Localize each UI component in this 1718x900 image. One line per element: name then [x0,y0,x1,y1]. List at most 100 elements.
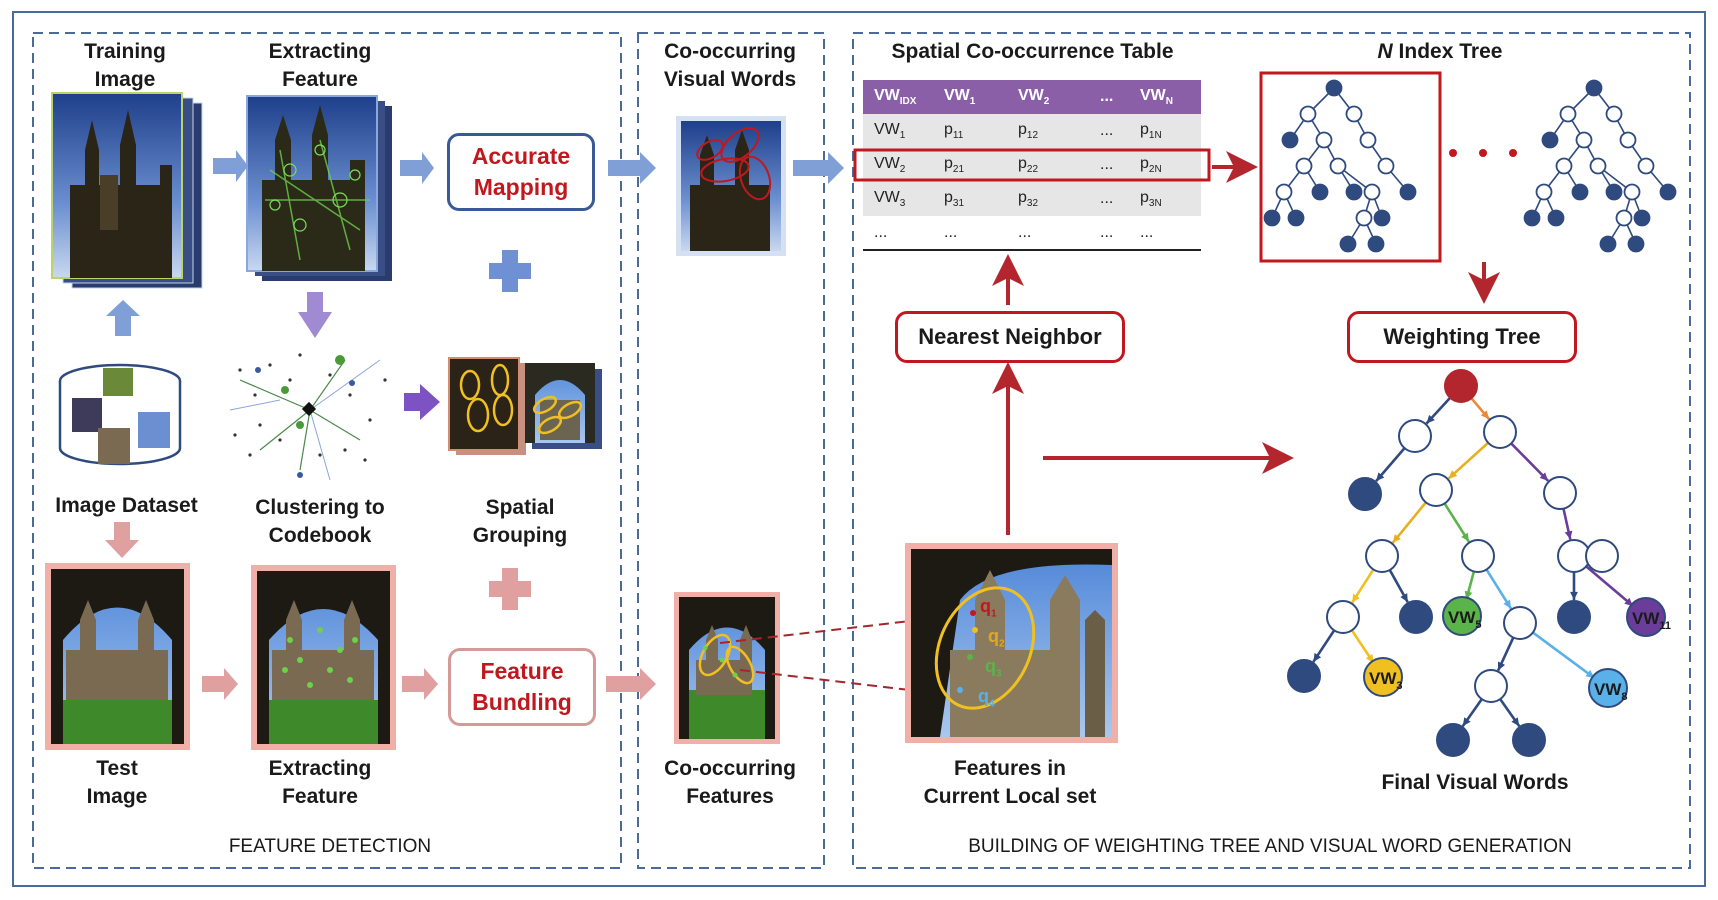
visual-word-label: VW8 [1594,680,1628,703]
table-cell: p2N [1140,154,1162,176]
table-cell: ... [1100,156,1114,173]
table-cell: p32 [1018,188,1039,210]
weighting-tree-node [1365,539,1399,573]
arrow-mapping-to-visual-words [608,152,656,184]
weighting-tree-node [1444,369,1478,403]
weighting-tree-node [1483,415,1517,449]
tree-node [1329,157,1347,175]
extracting-feature-bottom-image [251,565,396,750]
local-set-point-label: q4 [978,686,995,710]
weighting-tree-edge [1585,565,1634,608]
weighting-tree-edge [1391,501,1427,544]
weighting-tree-node [1419,473,1453,507]
arrow-dataset-to-training [106,300,140,336]
tree-node [1605,183,1623,201]
nearest-neighbor-box: Nearest Neighbor [895,311,1125,363]
tree-node [1623,183,1641,201]
weighting-tree-arrowhead [1313,652,1322,662]
tree-node [1339,235,1357,253]
weighting-tree-arrowhead [1448,470,1458,479]
tree-node [1325,79,1343,97]
label-spatial-table-title: Spatial Co-occurrence Table [891,40,1174,63]
arrow-bundling-to-features [606,668,656,700]
tree-node [1523,209,1541,227]
training-image-stack [51,92,203,289]
weighting-tree-arrowhead [1461,532,1469,542]
table-cell: ... [944,224,958,241]
cooccurrence-table-frame [853,80,1211,251]
weighting-tree-node [1326,600,1360,634]
weighting-tree-node [1503,606,1537,640]
tree-node [1575,131,1593,149]
tree-node [1633,209,1651,227]
tree-node [1615,209,1633,227]
weighting-tree-node [1626,597,1666,637]
arrow-extract-to-bundling [402,668,438,700]
weighting-tree-arrowhead [1497,661,1506,671]
tree-node [1547,209,1565,227]
tree-node [1541,131,1559,149]
tree-node [1295,157,1313,175]
local-set-point-label: q1 [980,596,997,620]
weighting-tree-arrowhead [1400,593,1408,603]
label-index-tree-title: N Index Tree [1377,40,1503,63]
co-occurring-visual-words-image [676,116,786,256]
tree-node [1659,183,1677,201]
table-cell: ... [1100,224,1114,241]
tree-node [1345,105,1363,123]
plus-icon-blue [489,250,531,292]
table-highlight-row [853,148,1211,182]
weighting-tree-arrowhead [1352,593,1360,603]
weighting-tree-node [1588,668,1628,708]
visual-word-label: VW5 [1448,608,1482,631]
clustering-scatter [229,353,387,481]
visual-word-label: VW11 [1632,609,1671,632]
table-cell: VW1 [874,120,906,142]
tree-node [1377,157,1395,175]
weighting-tree-node [1557,600,1591,634]
spatial-grouping-images [448,357,602,455]
weighting-tree-node [1287,659,1321,693]
weighting-tree-node [1543,476,1577,510]
panel-co-occurring [637,32,825,869]
weighting-tree-arrowhead [1480,410,1490,420]
tree-node [1399,183,1417,201]
table-cell: ... [1140,224,1154,241]
weighting-tree-arrowhead [1564,530,1573,540]
tree-node [1637,157,1655,175]
co-occurring-features-image [674,592,780,744]
tree-node [1555,157,1573,175]
tree-node [1345,183,1363,201]
dashed-link-top [719,616,946,644]
tree-node [1287,209,1305,227]
image-dataset-cylinder [58,363,182,466]
weighting-tree-arrowhead [1539,472,1549,481]
table-cell: p31 [944,188,965,210]
test-image [45,563,190,750]
tree-node [1599,235,1617,253]
index-tree-1 [1263,79,1417,253]
panel-weighting-tree [852,32,1691,869]
table-cell: ... [1018,224,1032,241]
tree-node [1275,183,1293,201]
weighting-tree-box: Weighting Tree [1347,311,1577,363]
tree-node [1359,131,1377,149]
tree-node [1311,183,1329,201]
table-row: ............... [864,216,1202,250]
table-header-cell: VWIDX [874,86,917,108]
weighting-tree-edge [1447,441,1490,480]
weighting-tree-arrowhead [1392,534,1401,543]
weighting-tree-node [1461,539,1495,573]
weighting-tree-node [1436,723,1470,757]
weighting-tree-arrowhead [1570,591,1578,600]
weighting-tree-arrowhead [1376,472,1385,482]
